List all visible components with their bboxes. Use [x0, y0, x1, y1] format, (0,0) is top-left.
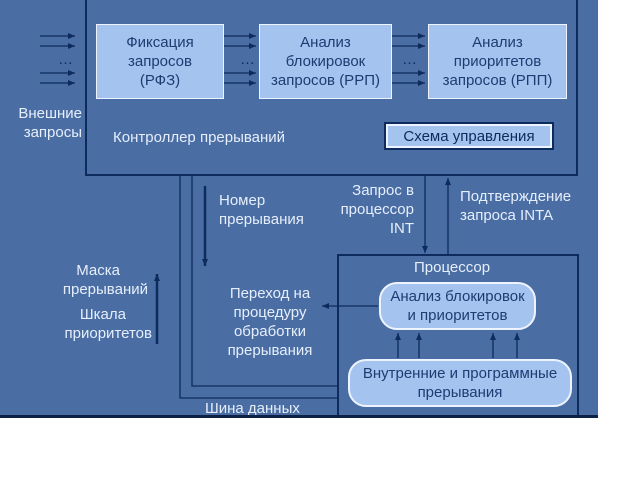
internal-interrupts-block: Внутренние и программные прерывания	[348, 359, 572, 407]
external-input-arrows	[40, 33, 75, 86]
connection-wires	[40, 33, 520, 399]
priority-line-2: приоритетов	[64, 325, 152, 342]
interrupt-number-line-2: прерывания	[219, 211, 304, 228]
dots-rfz-rrp: …	[240, 51, 255, 68]
dots-input: …	[58, 51, 73, 68]
rrp-line-1: Анализ	[300, 34, 351, 51]
ack-line-2: запроса INTA	[460, 207, 554, 224]
mask-line-1: Маска	[76, 262, 120, 279]
diagram-canvas: Фиксация запросов (РФЗ) Анализ блокирово…	[0, 0, 598, 418]
request-line-2: процессор	[340, 201, 414, 218]
data-bus-lines	[179, 176, 338, 399]
rrp-line-3: запросов (РРП)	[271, 72, 380, 89]
interrupt-controller-frame	[85, 0, 578, 176]
dots-rrp-rpp: …	[402, 51, 417, 68]
mask-label: Маска прерываний	[40, 261, 148, 299]
transition-line-4: прерывания	[227, 342, 313, 359]
ack-line-1: Подтверждение	[460, 188, 572, 205]
external-requests-line-2: запросы	[23, 124, 82, 141]
rpp-line-3: запросов (РПП)	[442, 72, 553, 89]
processor-label: Процессор	[414, 259, 491, 276]
request-line-1: Запрос в	[352, 182, 414, 199]
transition-line-2: процедуру	[233, 304, 307, 321]
control-scheme-box: Схема управления	[384, 122, 554, 150]
external-requests-line-1: Внешние	[18, 105, 82, 122]
priority-scale-label: Шкала приоритетов	[40, 305, 152, 343]
data-bus-label: Шина данных	[205, 400, 300, 417]
interrupt-number-line-1: Номер	[219, 192, 266, 209]
rrp-line-2: блокировок	[285, 53, 366, 70]
analysis-line-1: Анализ блокировок	[390, 288, 525, 305]
internal-line-2: прерывания	[417, 384, 503, 401]
rfz-block: Фиксация запросов (РФЗ)	[96, 24, 224, 99]
request-to-cpu-label: Запрос в процессор INT	[330, 181, 414, 238]
processor-frame	[337, 254, 579, 418]
internal-line-1: Внутренние и программные	[362, 365, 558, 382]
control-scheme-label: Схема управления	[403, 127, 535, 145]
analysis-line-2: и приоритетов	[407, 307, 508, 324]
transition-line-3: обработки	[233, 323, 307, 340]
bottom-edge	[0, 415, 598, 418]
ack-label: Подтверждение запроса INTA	[460, 187, 571, 225]
rrp-to-rpp-arrows	[391, 33, 425, 86]
rrp-block: Анализ блокировок запросов (РРП)	[259, 24, 392, 99]
rpp-line-1: Анализ	[472, 34, 523, 51]
priority-line-1: Шкала	[79, 306, 126, 323]
transition-label: Переход на процедуру обработки прерывани…	[220, 284, 320, 360]
mask-line-2: прерываний	[62, 281, 148, 298]
rfz-line-1: Фиксация	[126, 34, 194, 51]
request-line-3: INT	[389, 220, 414, 237]
rfz-to-rrp-arrows	[224, 33, 256, 86]
transition-line-1: Переход на	[229, 285, 311, 302]
rfz-line-3: (РФЗ)	[139, 72, 181, 89]
rpp-line-2: приоритетов	[453, 53, 542, 70]
rfz-line-2: запросов	[127, 53, 192, 70]
interrupt-number-label: Номер прерывания	[219, 191, 304, 229]
internal-to-analysis-arrows	[395, 333, 520, 358]
analysis-block: Анализ блокировок и приоритетов	[379, 282, 536, 330]
external-requests-label: Внешние запросы	[0, 104, 82, 142]
controller-label: Контроллер прерываний	[113, 129, 286, 146]
rpp-block: Анализ приоритетов запросов (РПП)	[428, 24, 567, 99]
